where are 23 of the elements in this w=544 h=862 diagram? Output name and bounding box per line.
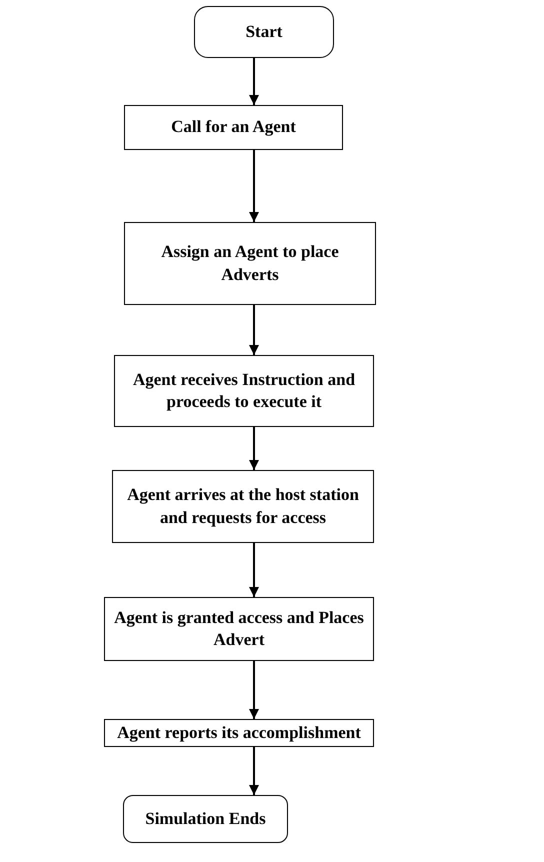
process-box xyxy=(124,105,343,150)
node-text: Simulation Ends xyxy=(145,808,266,830)
node-text: Call for an Agent xyxy=(171,116,296,138)
process-box xyxy=(104,719,374,747)
process-box xyxy=(114,355,374,427)
arrow xyxy=(249,150,259,222)
node-text: Agent arrives at the host station and requests for access xyxy=(126,484,360,529)
node-text: Agent receives Instruction and proceeds to execute it xyxy=(132,368,356,413)
terminator-box xyxy=(194,6,334,58)
process-box xyxy=(124,222,376,305)
node-text: Assign an Agent to place Adverts xyxy=(160,241,340,286)
node-text: Start xyxy=(246,20,282,43)
arrow xyxy=(249,747,259,795)
arrow xyxy=(249,661,259,719)
process-box xyxy=(104,597,374,661)
terminator-box xyxy=(123,795,288,843)
arrow xyxy=(249,543,259,597)
node-text: Agent reports its accomplishment xyxy=(117,722,361,744)
node-text: Agent is granted access and Places Advert xyxy=(113,606,365,651)
arrow xyxy=(249,305,259,355)
process-box xyxy=(112,470,374,543)
arrow xyxy=(249,427,259,470)
arrow xyxy=(249,58,259,105)
